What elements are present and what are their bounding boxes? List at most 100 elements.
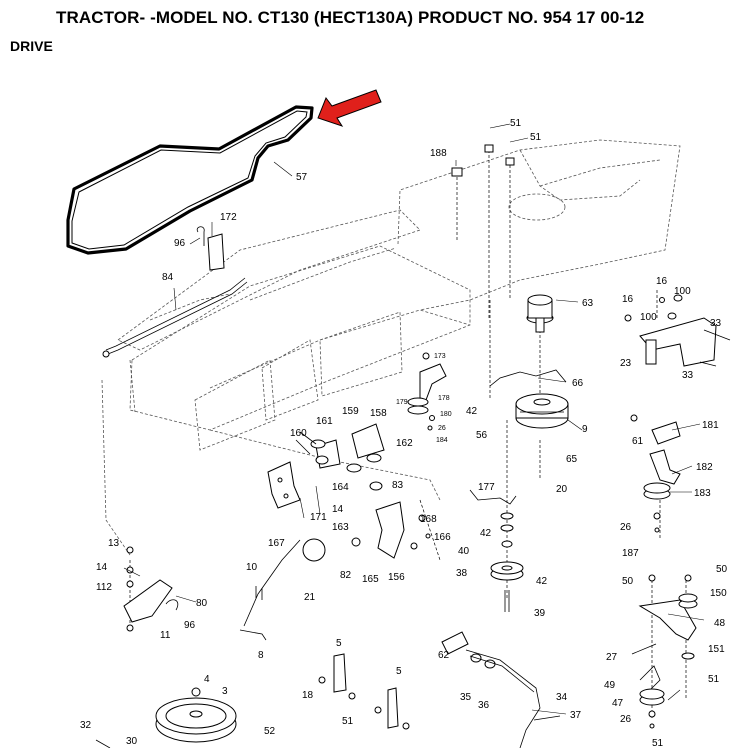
callout-63: 63 — [582, 298, 594, 309]
callout-18: 18 — [302, 690, 314, 701]
callout-20: 20 — [556, 484, 568, 495]
callout-160: 160 — [290, 428, 307, 439]
callout-80: 80 — [196, 598, 208, 609]
callout-50: 50 — [622, 576, 634, 587]
callout-56: 56 — [476, 430, 488, 441]
callout-36: 36 — [478, 700, 490, 711]
callout-42: 42 — [466, 406, 478, 417]
callout-labels: 57 51 51 188 172 96 84 63 16 16 100 100 … — [80, 118, 728, 748]
callout-167: 167 — [268, 538, 285, 549]
callout-181: 181 — [702, 420, 719, 431]
callout-39: 39 — [534, 608, 546, 619]
callout-51: 51 — [708, 674, 720, 685]
callout-51: 51 — [510, 118, 522, 129]
callout-16: 16 — [656, 276, 668, 287]
pulley-63[interactable] — [526, 294, 554, 333]
bracket-165[interactable] — [351, 501, 431, 559]
callout-51: 51 — [342, 716, 354, 727]
callout-100: 100 — [640, 312, 657, 323]
callout-14: 14 — [96, 562, 108, 573]
callout-66: 66 — [572, 378, 584, 389]
callout-172: 172 — [220, 212, 237, 223]
bracket-48[interactable] — [631, 574, 698, 660]
clutch-lever-assembly[interactable] — [295, 423, 385, 491]
callout-27: 27 — [606, 652, 618, 663]
bracket-80[interactable] — [123, 546, 179, 632]
callout-42: 42 — [480, 528, 492, 539]
callout-4: 4 — [204, 674, 210, 685]
pulley-47[interactable] — [639, 665, 665, 729]
callout-51: 51 — [530, 132, 542, 143]
bracket-5[interactable] — [318, 653, 410, 730]
callout-32: 32 — [80, 720, 92, 731]
callout-26: 26 — [620, 522, 632, 533]
page-title: TRACTOR- -MODEL NO. CT130 (HECT130A) PRO… — [56, 8, 645, 27]
callout-165: 165 — [362, 574, 379, 585]
drive-belt[interactable] — [66, 105, 314, 255]
callout-100: 100 — [674, 286, 691, 297]
callout-150: 150 — [710, 588, 727, 599]
callout-5: 5 — [396, 666, 402, 677]
callout-180: 180 — [440, 411, 452, 418]
callout-11: 11 — [160, 630, 171, 641]
section-title: DRIVE — [10, 38, 53, 54]
callout-35: 35 — [460, 692, 472, 703]
callout-156: 156 — [388, 572, 405, 583]
callout-171: 171 — [310, 512, 327, 523]
callout-96: 96 — [174, 238, 186, 249]
shaft-34[interactable] — [441, 631, 561, 748]
callout-57: 57 — [296, 172, 308, 183]
callout-51: 51 — [652, 738, 664, 748]
tractor-frame — [101, 139, 681, 556]
callout-13: 13 — [108, 538, 120, 549]
callout-26: 26 — [438, 425, 446, 432]
bracket-23[interactable] — [624, 294, 731, 367]
callout-30: 30 — [126, 736, 138, 747]
bracket-167[interactable] — [267, 461, 301, 509]
callout-112: 112 — [96, 582, 112, 593]
electric-clutch-9[interactable] — [489, 369, 569, 429]
callout-163: 163 — [332, 522, 349, 533]
callout-178: 178 — [438, 395, 450, 402]
callout-184: 184 — [436, 437, 448, 444]
callout-5: 5 — [336, 638, 342, 649]
callout-21: 21 — [304, 592, 316, 603]
callout-33: 33 — [682, 370, 694, 381]
callout-183: 183 — [694, 488, 711, 499]
callout-158: 158 — [370, 408, 387, 419]
idler-arm-177[interactable] — [469, 489, 524, 612]
callout-173: 173 — [434, 353, 446, 360]
callout-34: 34 — [556, 692, 568, 703]
callout-166: 166 — [434, 532, 451, 543]
callout-83: 83 — [392, 480, 404, 491]
leader-lines — [123, 123, 705, 715]
callout-14: 14 — [332, 504, 344, 515]
pulley-3[interactable] — [95, 687, 237, 748]
callout-168: 168 — [420, 514, 437, 525]
callout-23: 23 — [620, 358, 632, 369]
callout-47: 47 — [612, 698, 624, 709]
callout-62: 62 — [438, 650, 450, 661]
callout-40: 40 — [458, 546, 470, 557]
callout-96: 96 — [184, 620, 196, 631]
callout-33: 33 — [710, 318, 722, 329]
callout-52: 52 — [264, 726, 276, 737]
callout-3: 3 — [222, 686, 228, 697]
callout-9: 9 — [582, 424, 588, 435]
bracket-181-183[interactable] — [630, 414, 681, 533]
callout-48: 48 — [714, 618, 726, 629]
callout-37: 37 — [570, 710, 582, 721]
callout-8: 8 — [258, 650, 264, 661]
callout-179: 179 — [396, 399, 408, 406]
callout-61: 61 — [632, 436, 644, 447]
callout-162: 162 — [396, 438, 413, 449]
callout-159: 159 — [342, 406, 359, 417]
callout-16: 16 — [622, 294, 634, 305]
idler-assembly[interactable] — [407, 352, 447, 431]
callout-82: 82 — [340, 570, 352, 581]
callout-42: 42 — [536, 576, 548, 587]
brake-pedal-lever[interactable] — [239, 538, 326, 641]
callout-38: 38 — [456, 568, 468, 579]
callout-26: 26 — [620, 714, 632, 725]
